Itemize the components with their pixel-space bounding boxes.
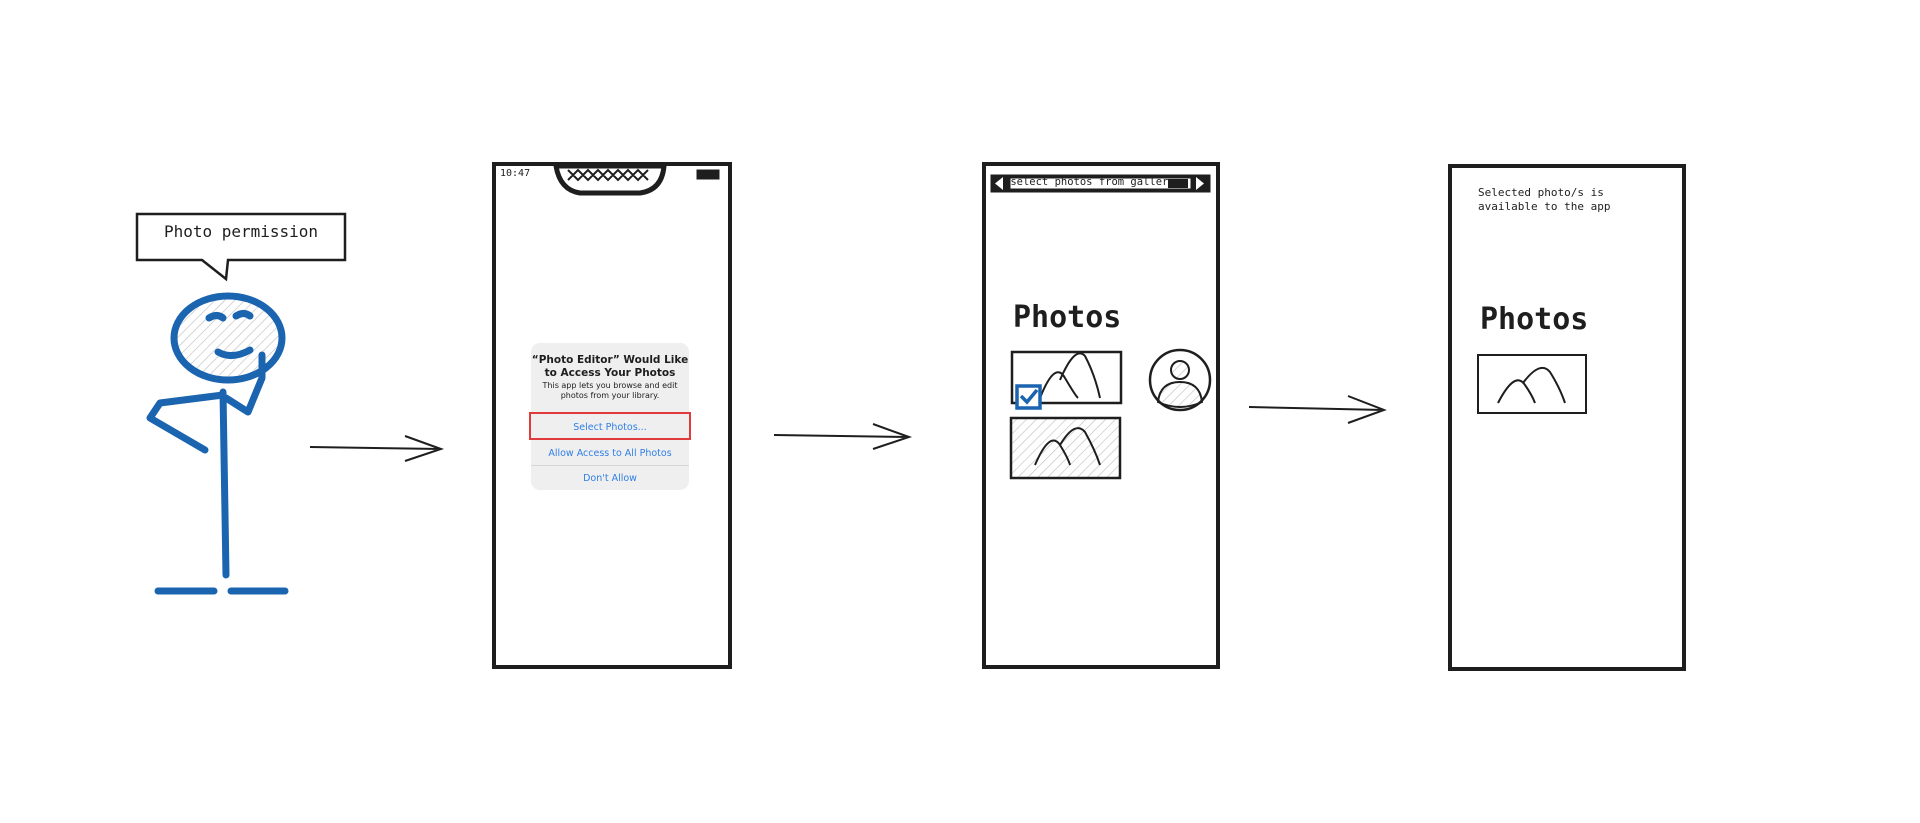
flow-arrow-2 bbox=[773, 423, 913, 450]
photo-thumb bbox=[1009, 416, 1122, 480]
divider bbox=[531, 465, 689, 466]
dialog-message: This app lets you browse and edit photos… bbox=[542, 381, 678, 400]
permission-dialog: “Photo Editor” Would Like to Access Your… bbox=[529, 343, 691, 490]
flow-arrow-1 bbox=[309, 435, 445, 462]
screen2-heading: Photos bbox=[1013, 300, 1122, 335]
notch bbox=[553, 163, 667, 196]
speech-text: Photo permission bbox=[163, 222, 319, 241]
toolbar-prev-icon bbox=[995, 177, 1003, 190]
toolbar-title: select photos from gallery bbox=[1010, 176, 1175, 188]
screen3-heading: Photos bbox=[1480, 302, 1589, 337]
speech-bubble bbox=[135, 212, 347, 282]
select-photos-button[interactable]: Select Photos... bbox=[529, 412, 691, 440]
selected-photo bbox=[1477, 354, 1587, 414]
toolbar-next-icon bbox=[1196, 177, 1204, 190]
screen3-note: Selected photo/s is available to the app bbox=[1478, 186, 1611, 213]
status-time: 10:47 bbox=[500, 168, 531, 179]
allow-all-photos-button[interactable]: Allow Access to All Photos bbox=[548, 448, 672, 459]
dont-allow-button[interactable]: Don't Allow bbox=[583, 473, 637, 484]
phone-frame-3 bbox=[1448, 164, 1686, 671]
phone-frame-2 bbox=[982, 162, 1220, 669]
flow-arrow-3 bbox=[1248, 395, 1387, 424]
stick-figure bbox=[146, 292, 289, 595]
dialog-title: “Photo Editor” Would Like to Access Your… bbox=[531, 354, 689, 379]
battery-icon bbox=[696, 169, 720, 180]
